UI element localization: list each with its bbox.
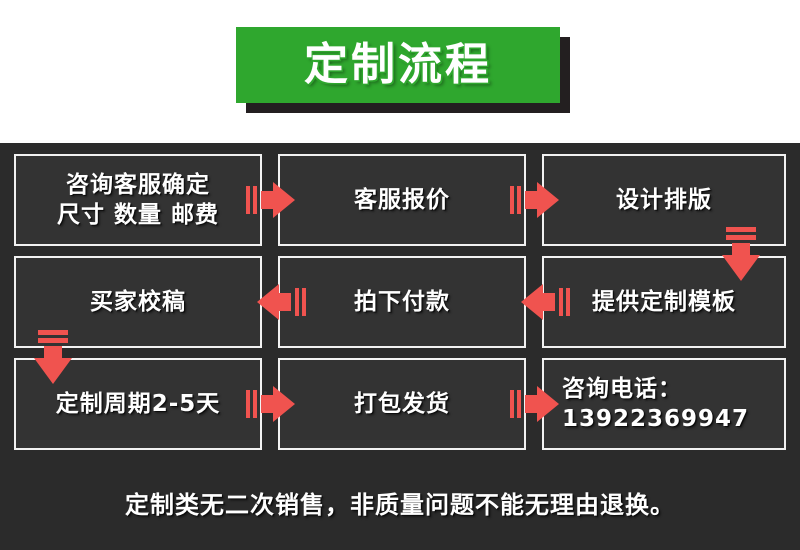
arrow-bar <box>559 288 563 316</box>
arrow-tip <box>521 284 543 320</box>
arrow-head <box>34 346 72 386</box>
arrow-bar <box>726 227 756 232</box>
arrow-bars <box>510 390 521 418</box>
flow-step-box[interactable]: 客服报价 <box>278 154 526 246</box>
arrow-bar <box>253 390 257 418</box>
arrow-bar <box>38 330 68 335</box>
arrow-left-icon <box>246 284 306 320</box>
arrow-head <box>261 386 295 422</box>
arrow-tip <box>537 386 559 422</box>
arrow-stem <box>277 293 291 311</box>
arrow-bars <box>246 390 257 418</box>
arrow-right-icon <box>510 182 570 218</box>
contact-phone-label: 咨询电话： 13922369947 <box>562 375 750 432</box>
flow-step-label: 拍下付款 <box>354 288 450 315</box>
arrow-bar <box>510 186 514 214</box>
title-banner-fill: 定制流程 <box>236 27 560 103</box>
header-area: 定制流程 <box>0 0 800 132</box>
flow-row-2: 买家校稿 拍下付款 提供定制模板 <box>14 256 786 348</box>
arrow-stem <box>261 395 275 413</box>
arrow-head <box>722 243 760 283</box>
arrow-bar <box>246 390 250 418</box>
arrow-right-icon <box>246 182 306 218</box>
arrow-bars <box>559 288 570 316</box>
arrow-stem <box>525 191 539 209</box>
arrow-tip <box>34 358 72 384</box>
page-title: 定制流程 <box>304 39 492 90</box>
arrow-stem <box>541 293 555 311</box>
flow-step-box[interactable]: 打包发货 <box>278 358 526 450</box>
arrow-tip <box>273 386 295 422</box>
arrow-tip <box>537 182 559 218</box>
arrow-down-icon <box>34 330 72 392</box>
arrow-head <box>525 386 559 422</box>
arrow-bar <box>38 338 68 343</box>
arrow-bar <box>566 288 570 316</box>
arrow-bar <box>510 390 514 418</box>
arrow-down-icon <box>722 227 760 289</box>
flow-step-label: 客服报价 <box>354 186 450 213</box>
flow-step-label: 咨询客服确定 尺寸 数量 邮费 <box>56 171 219 228</box>
arrow-bar <box>246 186 250 214</box>
arrow-bar <box>253 186 257 214</box>
flow-step-label: 设计排版 <box>616 186 712 213</box>
arrow-head <box>261 182 295 218</box>
arrow-stem <box>261 191 275 209</box>
flow-step-label: 定制周期2-5天 <box>55 390 221 417</box>
contact-phone-box[interactable]: 咨询电话： 13922369947 <box>542 358 786 450</box>
arrow-bar <box>517 186 521 214</box>
flow-panel: 咨询客服确定 尺寸 数量 邮费 客服报价 设计排版 <box>0 143 800 550</box>
arrow-bar <box>726 235 756 240</box>
title-banner: 定制流程 <box>236 27 570 113</box>
arrow-stem <box>44 346 62 360</box>
arrow-bars <box>295 288 306 316</box>
arrow-bars <box>38 330 68 343</box>
arrow-head <box>521 284 555 320</box>
arrow-head <box>257 284 291 320</box>
flow-grid: 咨询客服确定 尺寸 数量 邮费 客服报价 设计排版 <box>14 154 786 519</box>
flow-step-label: 提供定制模板 <box>592 288 736 315</box>
arrow-bar <box>517 390 521 418</box>
arrow-left-icon <box>510 284 570 320</box>
arrow-right-icon <box>510 386 570 422</box>
arrow-tip <box>273 182 295 218</box>
flow-step-box[interactable]: 拍下付款 <box>278 256 526 348</box>
flow-step-box[interactable]: 咨询客服确定 尺寸 数量 邮费 <box>14 154 262 246</box>
arrow-stem <box>732 243 750 257</box>
flow-step-label: 打包发货 <box>354 390 450 417</box>
arrow-bars <box>246 186 257 214</box>
flow-step-box[interactable]: 定制周期2-5天 <box>14 358 262 450</box>
flow-row-3: 定制周期2-5天 打包发货 咨询电话： 13922369947 <box>14 358 786 450</box>
arrow-bar <box>302 288 306 316</box>
flow-step-label: 买家校稿 <box>90 288 186 315</box>
arrow-bar <box>295 288 299 316</box>
flow-row-1: 咨询客服确定 尺寸 数量 邮费 客服报价 设计排版 <box>14 154 786 246</box>
arrow-head <box>525 182 559 218</box>
arrow-tip <box>257 284 279 320</box>
arrow-tip <box>722 255 760 281</box>
disclaimer-note: 定制类无二次销售，非质量问题不能无理由退换。 <box>125 491 675 519</box>
arrow-bars <box>510 186 521 214</box>
arrow-bars <box>726 227 756 240</box>
arrow-stem <box>525 395 539 413</box>
arrow-right-icon <box>246 386 306 422</box>
